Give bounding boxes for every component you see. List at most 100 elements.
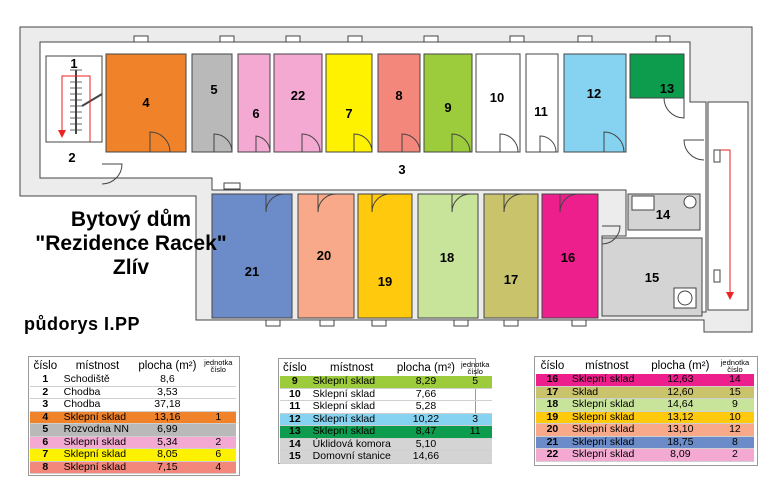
label-room-5: 5 xyxy=(210,82,217,97)
stair-arrowhead xyxy=(58,130,66,138)
room-16 xyxy=(541,193,599,319)
legend-unit-number: 14 xyxy=(715,374,754,387)
room-21 xyxy=(211,193,293,319)
room-19 xyxy=(357,193,413,319)
legend-room-name: Sklepní sklad xyxy=(60,448,135,462)
doors xyxy=(101,97,705,245)
legend-room-number: 20 xyxy=(536,423,569,437)
legend-room-area: 14,66 xyxy=(393,450,459,464)
room-20 xyxy=(297,193,355,319)
legend-room-number: 12 xyxy=(280,413,310,426)
label-room-9: 9 xyxy=(444,100,451,115)
legend-room-name: Chodba xyxy=(60,386,135,399)
label-room-11: 11 xyxy=(534,104,548,119)
legend-room-name: Sklepní sklad xyxy=(309,388,394,401)
legend-room-number: 10 xyxy=(280,388,310,401)
header-jednotka-label: jednotka xyxy=(461,359,490,369)
legend-room-name: Sklepní sklad xyxy=(568,436,645,449)
legend-room-number: 17 xyxy=(536,386,569,399)
label-room-10: 10 xyxy=(490,90,504,105)
room-14-drain xyxy=(683,195,697,209)
building-title-line2: "Rezidence Racek" xyxy=(35,232,227,255)
plan-subtitle: půdorys I.PP xyxy=(24,314,141,334)
label-room-16: 16 xyxy=(561,250,575,265)
legend-room-area: 8,47 xyxy=(393,425,459,439)
legend-unit-number: 1 xyxy=(200,411,236,424)
legend-unit-number xyxy=(200,398,236,412)
room-6 xyxy=(237,53,271,153)
legend-unit-number: 15 xyxy=(715,386,754,399)
legend-unit-number: 11 xyxy=(458,425,493,439)
room-11 xyxy=(525,53,559,153)
legend-room-name: Sklepní sklad xyxy=(60,461,135,474)
legend-room-name: Sklepní sklad xyxy=(60,411,135,424)
legend-room-number: 21 xyxy=(536,436,569,449)
legend-room-area: 14,64 xyxy=(644,398,716,412)
legend-room-area: 18,75 xyxy=(644,436,716,449)
legend-room-number: 18 xyxy=(536,398,569,412)
legend-room-area: 8,6 xyxy=(134,374,201,387)
legend-room-name: Sklepní sklad xyxy=(309,376,394,389)
legend-room-area: 10,22 xyxy=(393,413,459,426)
header-cislo: číslo xyxy=(283,361,307,374)
label-room-7: 7 xyxy=(345,106,352,121)
header-plocha: plocha (m²) xyxy=(651,359,710,372)
legend-unit-number xyxy=(458,400,493,414)
wall-fixtures xyxy=(133,35,721,327)
legend-unit-number: 10 xyxy=(715,411,754,424)
header-cislo: číslo xyxy=(540,359,565,372)
legend-left-frame xyxy=(28,356,240,476)
legend-room-area: 5,10 xyxy=(393,438,459,451)
stair-arrow xyxy=(61,75,91,142)
legend-unit-number xyxy=(458,450,493,464)
legend-room-name: Rozvodna NN xyxy=(60,423,135,437)
room-8 xyxy=(377,53,421,153)
legend-room-number: 7 xyxy=(30,448,61,462)
legend-room-area: 13,10 xyxy=(644,423,716,437)
label-room-12: 12 xyxy=(587,86,601,101)
label-room-17: 17 xyxy=(504,272,518,287)
legend-room-number: 8 xyxy=(30,461,61,474)
legend-room-area: 13,12 xyxy=(644,411,716,424)
legend-unit-number xyxy=(458,388,493,401)
label-room-8: 8 xyxy=(395,88,402,103)
legend-room-area: 5,28 xyxy=(393,400,459,414)
legend-room-number: 19 xyxy=(536,411,569,424)
room-7 xyxy=(325,53,373,153)
room-17 xyxy=(483,193,539,319)
legend-unit-number: 4 xyxy=(200,461,236,474)
legend-unit-number: 6 xyxy=(200,448,236,462)
room-13 xyxy=(629,53,685,99)
legend-room-name: Úklidová komora xyxy=(309,438,394,451)
legend-unit-number: 5 xyxy=(458,376,493,389)
legend-room-name: Sklepní sklad xyxy=(309,400,394,414)
room-14-sink xyxy=(631,195,655,211)
legend-room-name: Sklad xyxy=(568,386,645,399)
legend-room-name: Sklepní sklad xyxy=(568,374,645,387)
legend-room-number: 2 xyxy=(30,386,61,399)
legend-room-number: 16 xyxy=(536,374,569,387)
label-room-19: 19 xyxy=(378,274,392,289)
legend-unit-number: 2 xyxy=(200,436,236,449)
label-room-15: 15 xyxy=(645,270,659,285)
legend-room-number: 13 xyxy=(280,425,310,439)
